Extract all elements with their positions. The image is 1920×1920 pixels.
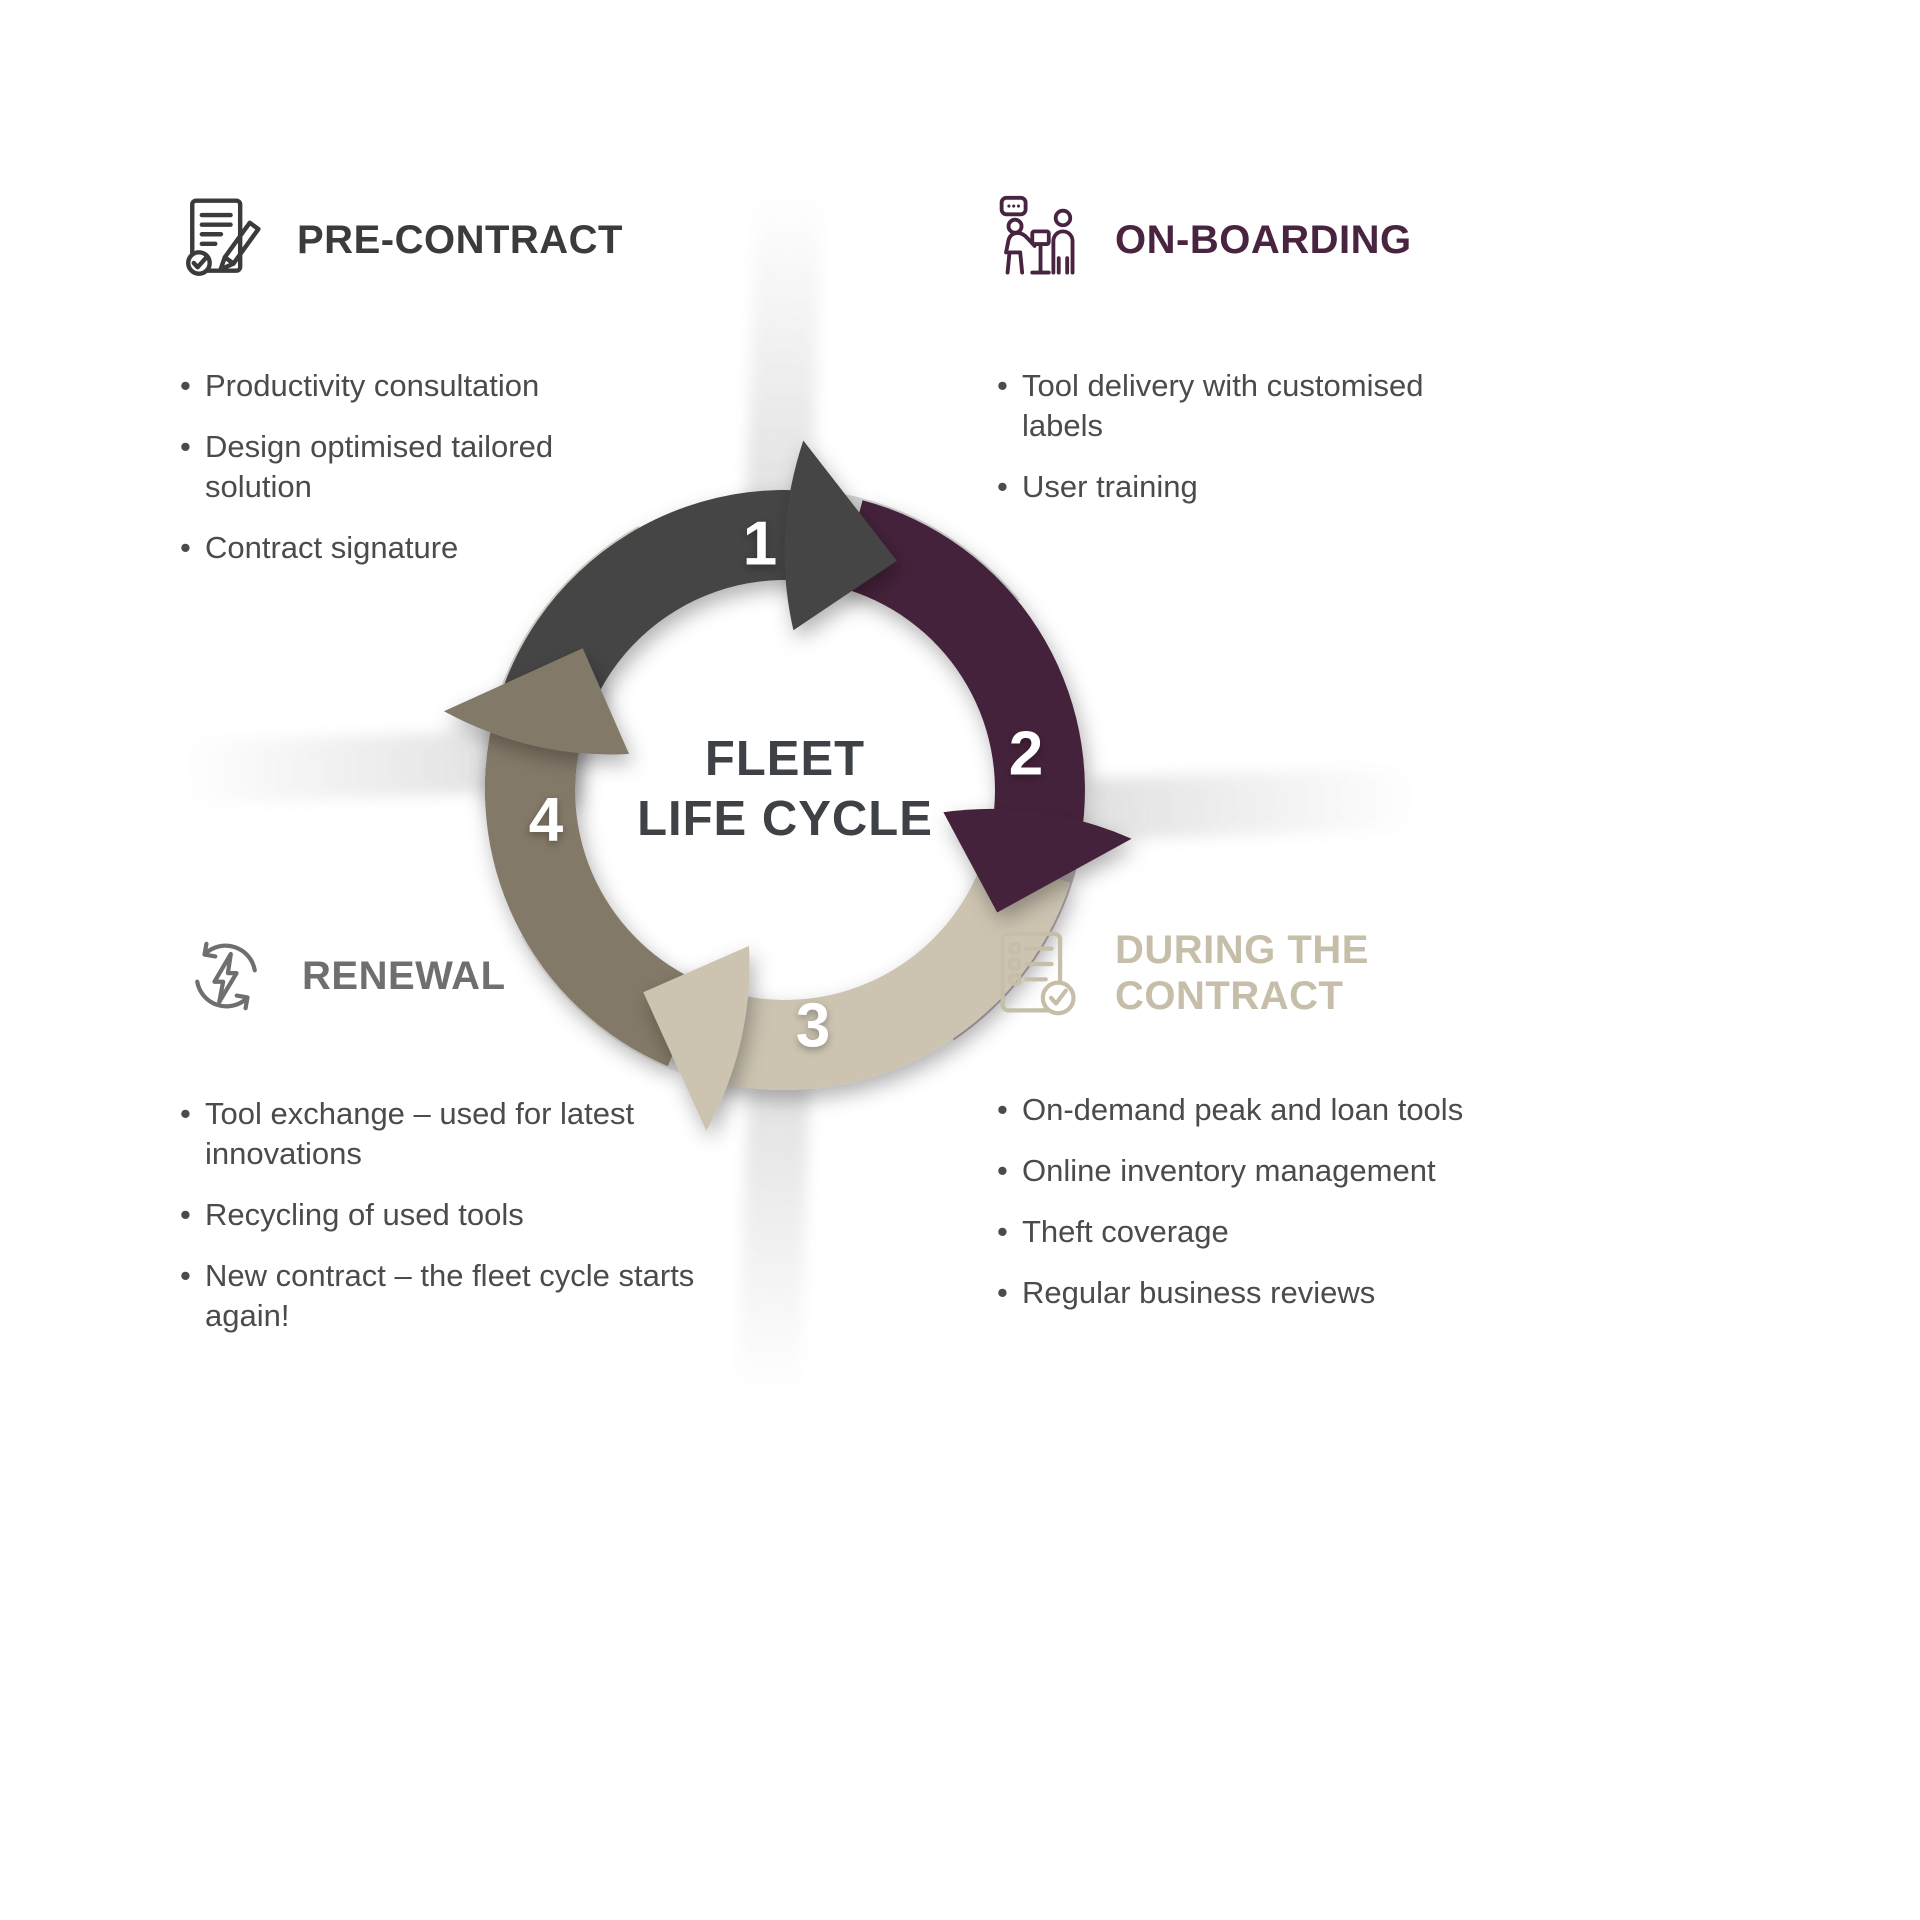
step-number-1: 1 [742,509,778,579]
bullet-item: Tool exchange – used for latest innovati… [178,1094,698,1174]
arrow-head-step1 [784,440,897,631]
center-title-line1: FLEET [704,732,866,787]
step-number-3: 3 [795,991,831,1061]
arrow-arc-step3 [707,854,1071,1091]
during-contract-items: On-demand peak and loan tools Online inv… [995,1090,1565,1334]
section-title-renewal: RENEWAL [302,954,506,998]
arrow-arc-step2 [839,500,1085,843]
bullet-item: User training [995,467,1495,507]
renewal-items: Tool exchange – used for latest innovati… [178,1094,698,1357]
section-title-pre-contract: PRE-CONTRACT [297,218,623,262]
section-pre-contract-header: PRE-CONTRACT [175,192,623,288]
bullet-item: Online inventory management [995,1151,1565,1191]
pre-contract-items: Productivity consultation Design optimis… [178,366,618,589]
section-title-on-boarding: ON-BOARDING [1115,218,1412,262]
bullet-item: Regular business reviews [995,1273,1565,1313]
step-number-4: 4 [528,785,564,855]
bullet-item: Recycling of used tools [178,1195,698,1235]
center-title: FLEET LIFE CYCLE [637,730,933,850]
section-title-during-contract: DURING THE CONTRACT [1115,928,1369,1018]
bullet-item: Theft coverage [995,1212,1565,1252]
document-pen-icon [175,192,267,288]
center-title-line2: LIFE CYCLE [637,792,933,846]
cycle-diagram: 1 2 3 4 FLEET LIFE CYCLE [405,410,1165,1170]
bullet-item: Design optimised tailored solution [178,427,618,507]
arrow-arc-step4 [484,712,703,1067]
renewal-bolt-icon [180,928,272,1024]
arrow-head-step3 [643,945,750,1131]
bullet-item: On-demand peak and loan tools [995,1090,1565,1130]
bullet-item: Productivity consultation [178,366,618,406]
checklist-icon [993,925,1085,1021]
arrow-head-step4 [443,648,630,755]
section-on-boarding-header: ON-BOARDING [993,192,1412,288]
on-boarding-items: Tool delivery with customised labels Use… [995,366,1495,528]
step-number-2: 2 [1008,719,1044,789]
inner-disc [575,580,995,1000]
bullet-item: Contract signature [178,528,618,568]
bullet-item: New contract – the fleet cycle starts ag… [178,1256,698,1336]
bullet-item: Tool delivery with customised labels [995,366,1495,446]
people-training-icon [993,192,1085,288]
arrow-head-step2 [943,808,1132,913]
cycle-ring [443,440,1132,1131]
section-during-contract-header: DURING THE CONTRACT [993,925,1445,1021]
section-renewal-header: RENEWAL [180,928,506,1024]
